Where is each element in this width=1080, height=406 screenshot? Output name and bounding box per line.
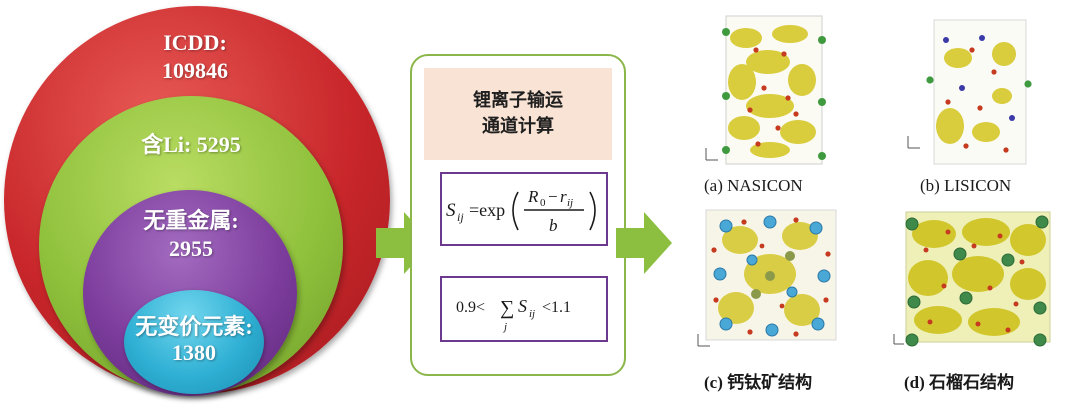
formula1-eq: =exp [469, 200, 505, 220]
no-valence-value: 1380 [172, 340, 216, 365]
caption-lisicon: (b) LISICON [920, 176, 1012, 195]
right-paren [589, 191, 596, 231]
perovskite-structure-image [697, 209, 837, 347]
nasicon-structure-image [705, 15, 826, 165]
no-heavy-value: 2955 [169, 236, 213, 261]
formula2-sum: ∑ [500, 297, 514, 319]
panel-title-line2: 通道计算 [482, 116, 554, 137]
caption-nasicon: (a) NASICON [704, 176, 803, 195]
li-label: 含Li: 5295 [141, 132, 241, 157]
calculation-panel: 锂离子输运 通道计算 S ij =exp R 0 − r ij b [410, 54, 626, 376]
formula1-num-sub0: 0 [540, 197, 546, 209]
lisicon-structure-image [907, 19, 1032, 165]
formula2-right: <1.1 [542, 299, 571, 316]
formula2-s: S [518, 296, 527, 316]
caption-perovskite: (c) 钙钛矿结构 [704, 373, 813, 392]
no-heavy-label: 无重金属: [143, 208, 239, 233]
left-paren [512, 191, 519, 231]
caption-garnet: (d) 石榴石结构 [904, 373, 1015, 392]
formula1-num-r: r [560, 187, 567, 206]
panel-title-line1: 锂离子输运 [473, 90, 563, 111]
panel-title-box: 锂离子输运 通道计算 [424, 68, 612, 160]
formula2-s-sub: ij [529, 308, 535, 320]
formula1-lhs: S [446, 200, 456, 221]
formula2-left: 0.9< [456, 299, 485, 316]
formula2-sum-sub: j [502, 321, 507, 333]
formula1-num-R: R [527, 187, 539, 206]
formula1-den: b [549, 216, 558, 235]
formula1-lhs-sub: ij [457, 210, 464, 224]
icdd-label: ICDD: [163, 30, 227, 55]
sum-constraint-formula: 0.9< ∑ j S ij <1.1 [440, 276, 608, 342]
formula1-minus: − [548, 187, 558, 206]
arrow-right-icon [616, 212, 672, 274]
garnet-structure-image [893, 211, 1051, 347]
no-valence-label: 无变价元素: [135, 314, 253, 339]
bond-valence-formula: S ij =exp R 0 − r ij b [440, 172, 608, 246]
circle-no-variable-valence [124, 290, 264, 394]
icdd-value: 109846 [162, 58, 228, 83]
formula1-num-sub: ij [567, 197, 573, 209]
